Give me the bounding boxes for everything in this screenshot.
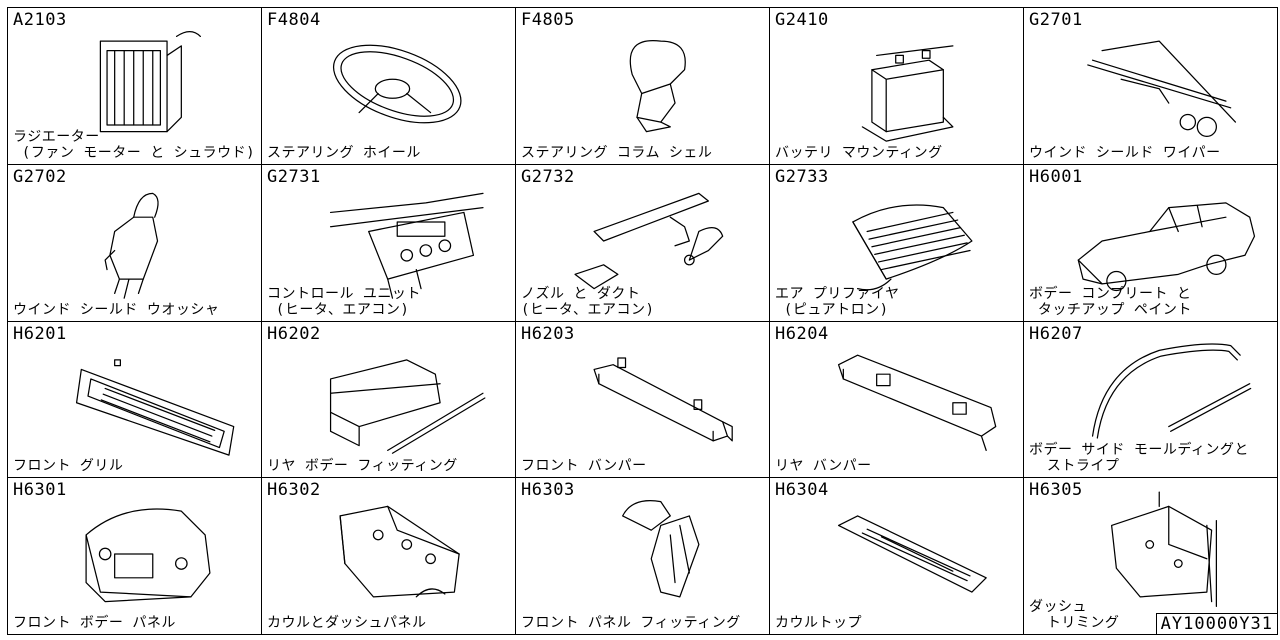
part-code: G2701	[1029, 10, 1083, 30]
part-cell-h6305[interactable]: H6305 ダッシュ トリミング	[1024, 478, 1278, 635]
part-code: H6202	[267, 323, 321, 344]
part-cell-g2731[interactable]: G2731 コントロール ユニット (ヒータ、エアコン)	[262, 164, 516, 322]
front-panel-icon	[48, 484, 248, 624]
part-cell-h6203[interactable]: H6203 フロント バンパー	[516, 321, 770, 479]
rear-bumper-icon	[810, 328, 1010, 468]
part-code: H6207	[1029, 323, 1083, 344]
part-name: カウルとダッシュパネル	[267, 615, 427, 631]
part-code: G2702	[13, 166, 67, 187]
part-name: リヤ ボデー フィッティング	[267, 458, 458, 475]
part-code: H6304	[775, 480, 829, 501]
part-code: A2103	[13, 10, 67, 30]
part-name: バッテリ マウンティング	[775, 144, 943, 161]
part-name: ラジエーター (ファン モーター と シュラウド)	[13, 128, 256, 161]
grille-icon	[48, 328, 248, 468]
washer-icon	[48, 171, 248, 311]
part-code: G2731	[267, 166, 321, 187]
part-code: G2732	[521, 166, 575, 187]
wiper-icon	[1064, 14, 1264, 154]
part-cell-f4805[interactable]: F4805 ステアリング コラム シェル	[516, 8, 770, 165]
part-cell-h6207[interactable]: H6207 ボデー サイド モールディングと ストライプ	[1024, 321, 1278, 479]
part-code: H6201	[13, 323, 67, 344]
part-code: H6203	[521, 323, 575, 344]
part-name: フロント パネル フィッティング	[521, 615, 741, 631]
part-name: ウインド シールド ワイパー	[1029, 144, 1221, 161]
part-cell-h6301[interactable]: H6301 フロント ボデー パネル	[8, 478, 262, 635]
part-name: ノズル と ダクト (ヒータ、エアコン)	[521, 285, 655, 318]
rear-body-icon	[302, 328, 502, 468]
parts-grid: A2103 ラジエーター (ファン モーター と シュラウド) F4804 ステアリン…	[7, 7, 1278, 635]
part-code: H6001	[1029, 166, 1083, 187]
part-name: ウインド シールド ウオッシャ	[13, 301, 220, 318]
part-cell-h6201[interactable]: H6201 フロント グリル	[8, 321, 262, 479]
part-code: G2410	[775, 10, 829, 30]
part-cell-g2702[interactable]: G2702 ウインド シールド ウオッシャ	[8, 164, 262, 322]
steering-wheel-icon	[302, 14, 502, 154]
part-name: ボデー サイド モールディングと ストライプ	[1029, 442, 1249, 475]
part-name: リヤ バンパー	[775, 458, 872, 475]
part-code: G2733	[775, 166, 829, 187]
part-cell-a2103[interactable]: A2103 ラジエーター (ファン モーター と シュラウド)	[8, 8, 262, 165]
part-name: カウルトップ	[775, 615, 862, 631]
part-cell-g2733[interactable]: G2733 エア プリファイヤ (ピュアトロン)	[770, 164, 1024, 322]
part-name: ステアリング コラム シェル	[521, 144, 713, 161]
part-cell-h6304[interactable]: H6304 カウルトップ	[770, 478, 1024, 635]
part-cell-g2701[interactable]: G2701 ウインド シールド ワイパー	[1024, 8, 1278, 165]
part-code: H6302	[267, 480, 321, 501]
part-cell-h6204[interactable]: H6204 リヤ バンパー	[770, 321, 1024, 479]
part-code: F4804	[267, 10, 321, 30]
front-bumper-icon	[556, 328, 756, 468]
part-cell-f4804[interactable]: F4804 ステアリング ホイール	[262, 8, 516, 165]
part-name: コントロール ユニット (ヒータ、エアコン)	[267, 285, 421, 318]
part-cell-h6302[interactable]: H6302 カウルとダッシュパネル	[262, 478, 516, 635]
part-code: H6301	[13, 480, 67, 501]
battery-icon	[810, 14, 1010, 154]
part-code: H6303	[521, 480, 575, 501]
part-name: ステアリング ホイール	[267, 144, 421, 161]
part-code: H6305	[1029, 480, 1083, 501]
part-cell-g2732[interactable]: G2732 ノズル と ダクト (ヒータ、エアコン)	[516, 164, 770, 322]
part-name: フロント バンパー	[521, 458, 647, 475]
cowl-dash-icon	[302, 484, 502, 624]
part-name: フロント グリル	[13, 458, 124, 475]
part-cell-h6001[interactable]: H6001 ボデー コンプリート と タッチアップ ペイント	[1024, 164, 1278, 322]
part-cell-h6202[interactable]: H6202 リヤ ボデー フィッティング	[262, 321, 516, 479]
reference-code: AY10000Y31	[1155, 613, 1278, 635]
part-name: エア プリファイヤ (ピュアトロン)	[775, 285, 900, 318]
column-shell-icon	[556, 14, 756, 154]
part-code: H6204	[775, 323, 829, 344]
cowl-top-icon	[810, 484, 1010, 624]
part-name: ダッシュ トリミング	[1029, 599, 1120, 631]
part-cell-h6303[interactable]: H6303 フロント パネル フィッティング	[516, 478, 770, 635]
part-name: フロント ボデー パネル	[13, 615, 176, 631]
part-name: ボデー コンプリート と タッチアップ ペイント	[1029, 285, 1192, 318]
part-cell-g2410[interactable]: G2410 バッテリ マウンティング	[770, 8, 1024, 165]
panel-fitting-icon	[556, 484, 756, 624]
part-code: F4805	[521, 10, 575, 30]
